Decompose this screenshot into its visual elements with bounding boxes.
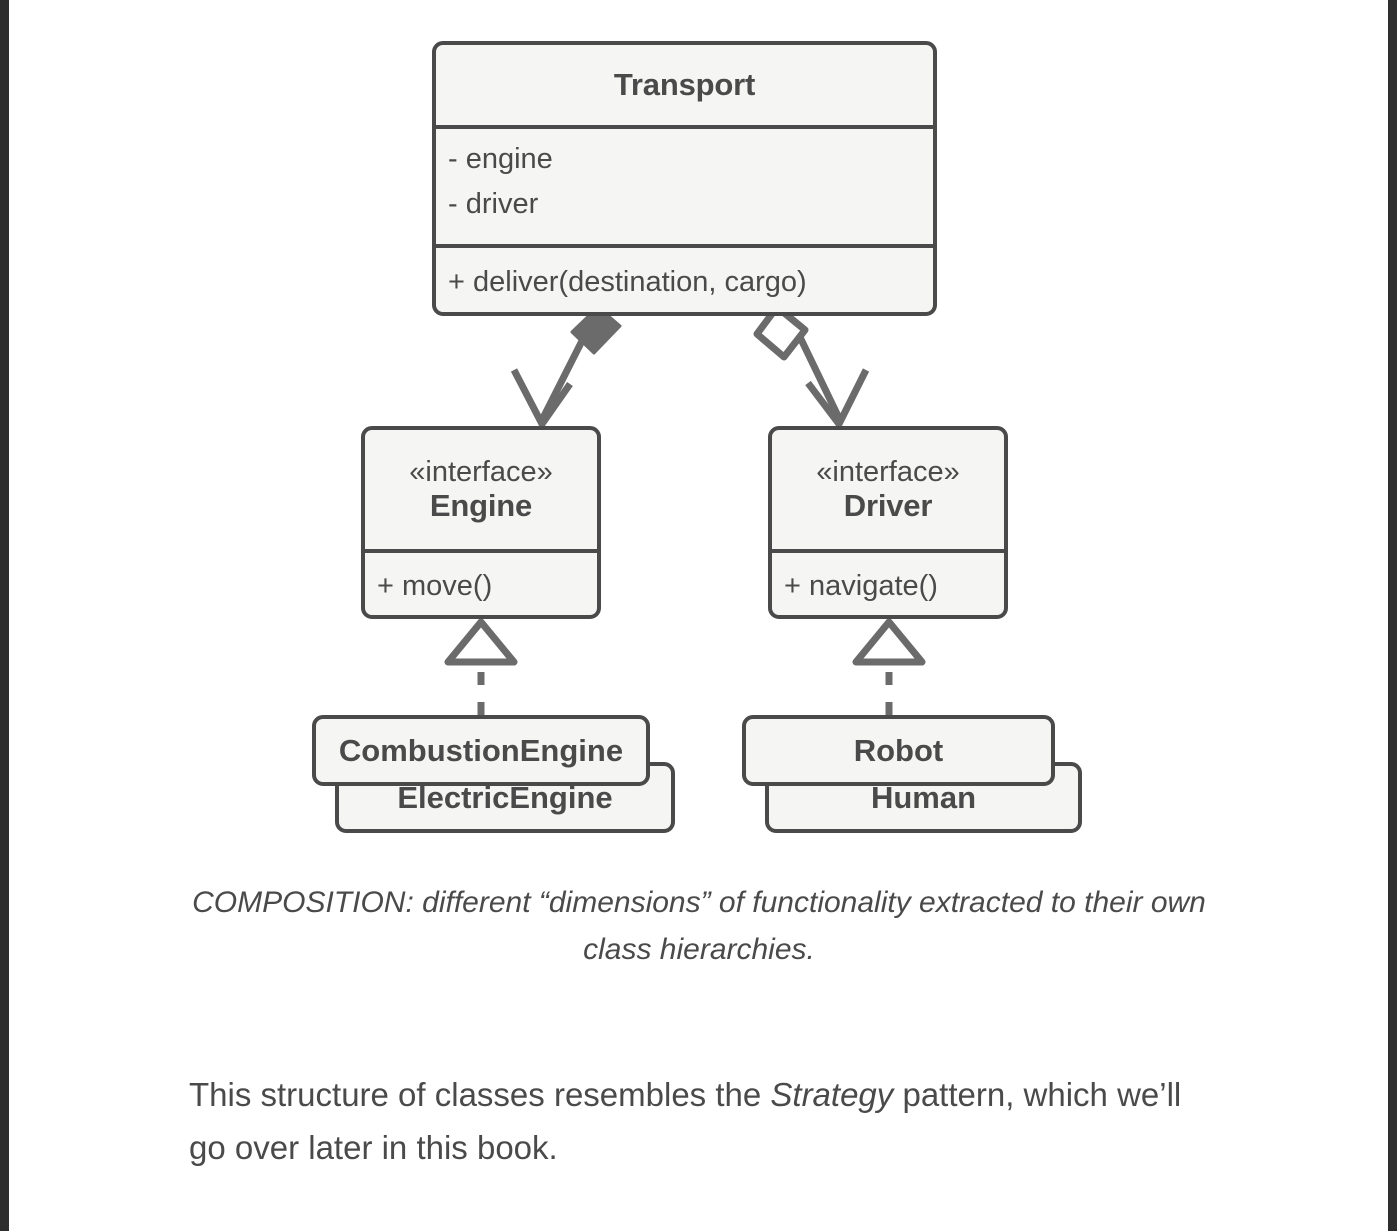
hollow-diamond-marker (753, 303, 809, 361)
class-operations-transport: + deliver(destination, cargo) (436, 244, 933, 316)
body-paragraph: This structure of classes resembles the … (189, 1068, 1219, 1175)
diagram-connectors (444, 303, 926, 715)
uml-class-robot[interactable]: Robot (742, 715, 1055, 786)
open-arrowhead (510, 368, 573, 431)
operation-item: + move() (377, 569, 493, 602)
operation-item: + deliver(destination, cargo) (448, 265, 807, 298)
relation-aggregation-transport-driver (753, 303, 870, 431)
page-edge-left (0, 0, 9, 1231)
filled-diamond-marker (570, 305, 622, 355)
class-name-transport: Transport (613, 66, 756, 102)
class-name-robot: Robot (853, 732, 944, 768)
uml-interface-driver[interactable]: «interface» Driver + navigate() (768, 426, 1008, 619)
attribute-item: - engine (448, 143, 553, 175)
page-edge-right (1388, 0, 1397, 1231)
page-content: Transport - engine - driver + deliver(de… (9, 0, 1388, 1231)
class-name-driver: Driver (843, 488, 933, 524)
uml-class-combustionengine[interactable]: CombustionEngine (312, 715, 650, 786)
uml-class-diagram: Transport - engine - driver + deliver(de… (9, 0, 1388, 860)
class-name-engine: Engine (429, 488, 533, 524)
class-header-transport: Transport (436, 45, 933, 125)
class-operations-engine: + move() (365, 549, 597, 619)
stereotype-label-engine: «interface» (409, 455, 553, 488)
figure-caption: COMPOSITION: different “dimensions” of f… (192, 886, 1206, 966)
relation-realization-combustionengine-engine (444, 618, 518, 715)
relation-composition-transport-engine (510, 305, 622, 431)
operation-item: + navigate() (784, 569, 938, 602)
hollow-triangle-marker (444, 618, 518, 666)
body-text-part2: pattern, which we’ll go over later in th… (189, 1076, 1182, 1167)
attribute-item: - driver (448, 187, 539, 220)
uml-class-transport[interactable]: Transport - engine - driver + deliver(de… (432, 41, 937, 316)
body-text-part1: This structure of classes resembles the (189, 1076, 771, 1113)
uml-interface-engine[interactable]: «interface» Engine + move() (361, 426, 601, 619)
body-text-emphasis: Strategy (770, 1076, 894, 1113)
hollow-triangle-marker (852, 618, 926, 666)
stereotype-label-driver: «interface» (816, 455, 960, 488)
open-arrowhead (805, 368, 870, 431)
class-header-engine: «interface» Engine (365, 430, 597, 549)
class-operations-driver: + navigate() (772, 549, 1004, 619)
class-header-driver: «interface» Driver (772, 430, 1004, 549)
relation-realization-robot-driver (852, 618, 926, 715)
class-name-combustionengine: CombustionEngine (338, 732, 624, 768)
class-attributes-transport: - engine - driver (436, 125, 933, 244)
